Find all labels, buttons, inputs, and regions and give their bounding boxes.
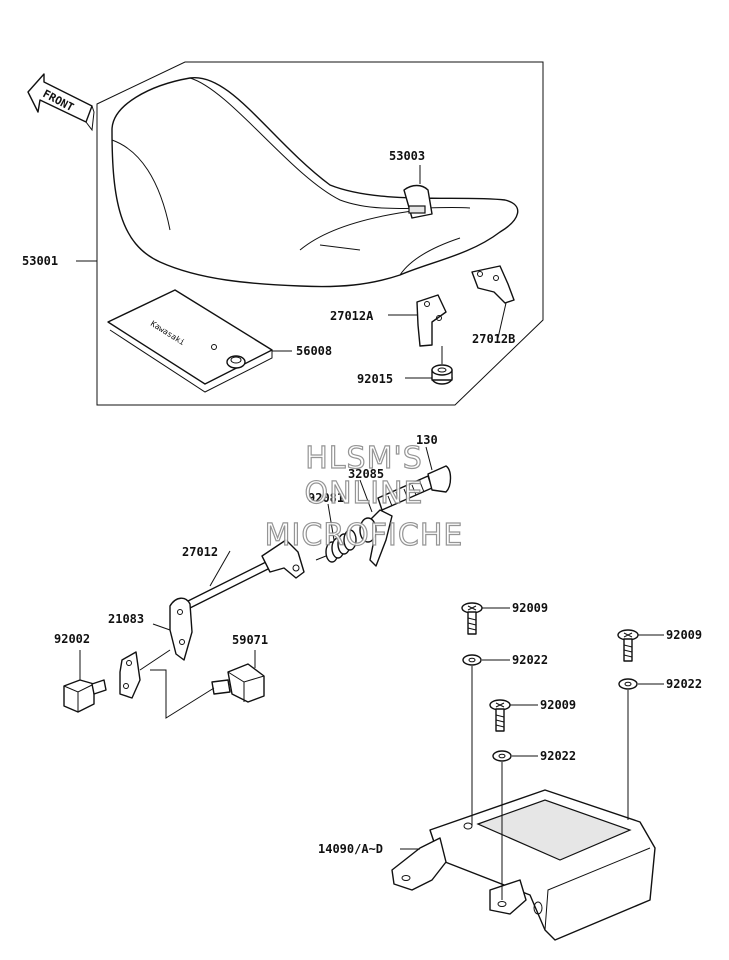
bracket-27012b: [471, 265, 515, 304]
callout-92022-a: 92022: [512, 653, 548, 667]
nut-92015: [431, 346, 453, 385]
callout-53003: 53003: [389, 149, 425, 163]
watermark-line-1: HLSM'S: [305, 441, 423, 476]
callout-92015: 92015: [357, 372, 393, 386]
watermark: HLSM'S ONLINE MICROFICHE: [264, 440, 464, 553]
callout-27012: 27012: [182, 545, 218, 559]
callout-92009-a: 92009: [512, 601, 548, 615]
callout-92009-b: 92009: [540, 698, 576, 712]
screw-92009-c: [617, 629, 639, 662]
washer-92022-b: [492, 750, 512, 762]
callout-92009-c: 92009: [666, 628, 702, 642]
bracket-27012a: [416, 294, 447, 347]
callout-27012b: 27012B: [472, 332, 515, 346]
washer-92022-c: [618, 678, 638, 690]
spring-92081: [315, 529, 357, 563]
callout-53001: 53001: [22, 254, 58, 268]
cam-32085: [359, 509, 393, 567]
seat-drawing: [111, 77, 519, 288]
lock-rod-27012: [169, 539, 305, 661]
owner-decal: Kawasaki: [107, 289, 273, 393]
callout-92002: 92002: [54, 632, 90, 646]
callout-32085: 32085: [348, 467, 384, 481]
callout-21083: 21083: [108, 612, 144, 626]
callout-27012a: 27012A: [330, 309, 374, 323]
lock-bolt-130: [377, 465, 452, 511]
watermark-line-3: MICROFICHE: [265, 518, 464, 553]
cable-end-59071: [150, 663, 265, 719]
leader-lines: [76, 165, 664, 900]
screw-92009-a: [461, 602, 483, 635]
bolt-92002: [63, 679, 107, 713]
tray-14090: [391, 789, 656, 941]
callout-14090: 14090/A~D: [318, 842, 383, 856]
callout-92022-c: 92022: [666, 677, 702, 691]
seat-assembly-frame: [96, 61, 544, 406]
callout-92022-b: 92022: [540, 749, 576, 763]
callout-92081: 92081: [308, 491, 344, 505]
washer-92022-a: [462, 654, 482, 666]
screw-92009-b: [489, 699, 511, 732]
watermark-line-2: ONLINE: [304, 476, 423, 511]
link-21083: [119, 649, 171, 699]
front-arrow-icon: FRONT: [27, 73, 95, 132]
callout-59071: 59071: [232, 633, 268, 647]
callout-130: 130: [416, 433, 438, 447]
callout-56008: 56008: [296, 344, 332, 358]
